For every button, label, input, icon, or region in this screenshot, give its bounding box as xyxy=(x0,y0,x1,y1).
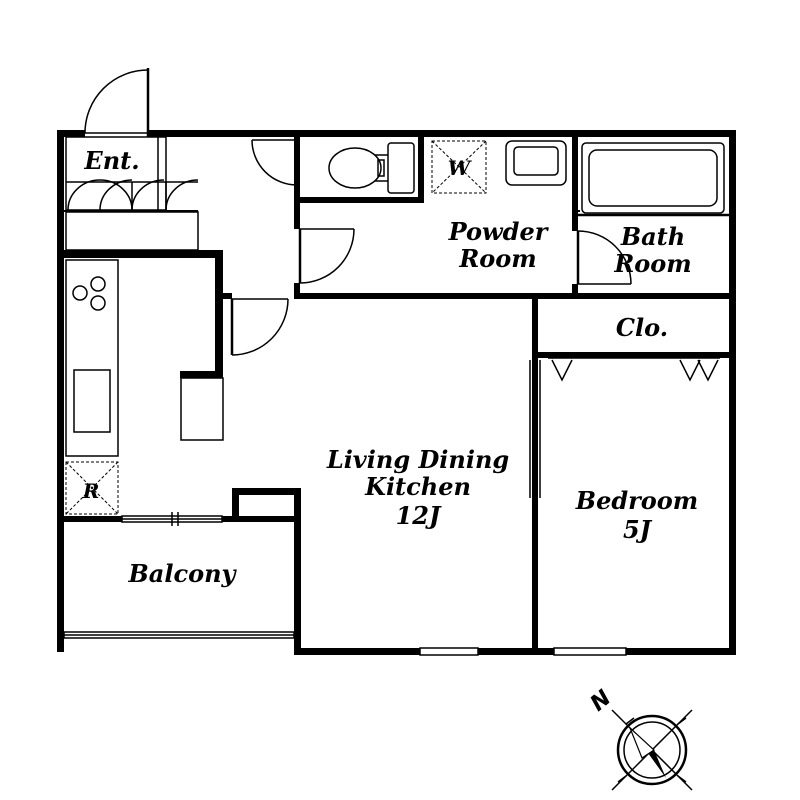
powder-room-label-line1: Powder xyxy=(448,217,550,246)
entrance-label: Ent. xyxy=(83,146,139,175)
kitchen-counter xyxy=(65,259,224,457)
washer-label: W xyxy=(448,156,473,180)
ldk-label-line1: Living Dining xyxy=(326,445,509,474)
bath-room-label-line1: Bath xyxy=(620,222,685,251)
compass-north-label: N xyxy=(586,686,616,717)
wash-basin xyxy=(505,140,567,186)
doors xyxy=(84,68,632,356)
refrigerator-space xyxy=(65,461,119,515)
shoe-cabinet xyxy=(65,136,199,251)
ldk-label-line2: Kitchen xyxy=(364,472,471,501)
washer-pan xyxy=(431,140,487,194)
outer-walls xyxy=(57,130,736,655)
bathtub xyxy=(578,142,729,217)
bedroom-label: Bedroom xyxy=(575,486,698,515)
ldk-size-label: 12J xyxy=(396,501,442,530)
refrigerator-label: R xyxy=(82,479,100,503)
toilet xyxy=(328,142,415,194)
closet-label: Clo. xyxy=(616,313,668,342)
closet-doors xyxy=(548,357,720,382)
powder-room-label-line2: Room xyxy=(458,244,536,273)
bath-room-label-line2: Room xyxy=(613,249,691,278)
balcony-label: Balcony xyxy=(128,559,238,588)
windows xyxy=(63,360,627,656)
bedroom-size-label: 5J xyxy=(623,515,653,544)
compass-icon xyxy=(611,709,693,791)
